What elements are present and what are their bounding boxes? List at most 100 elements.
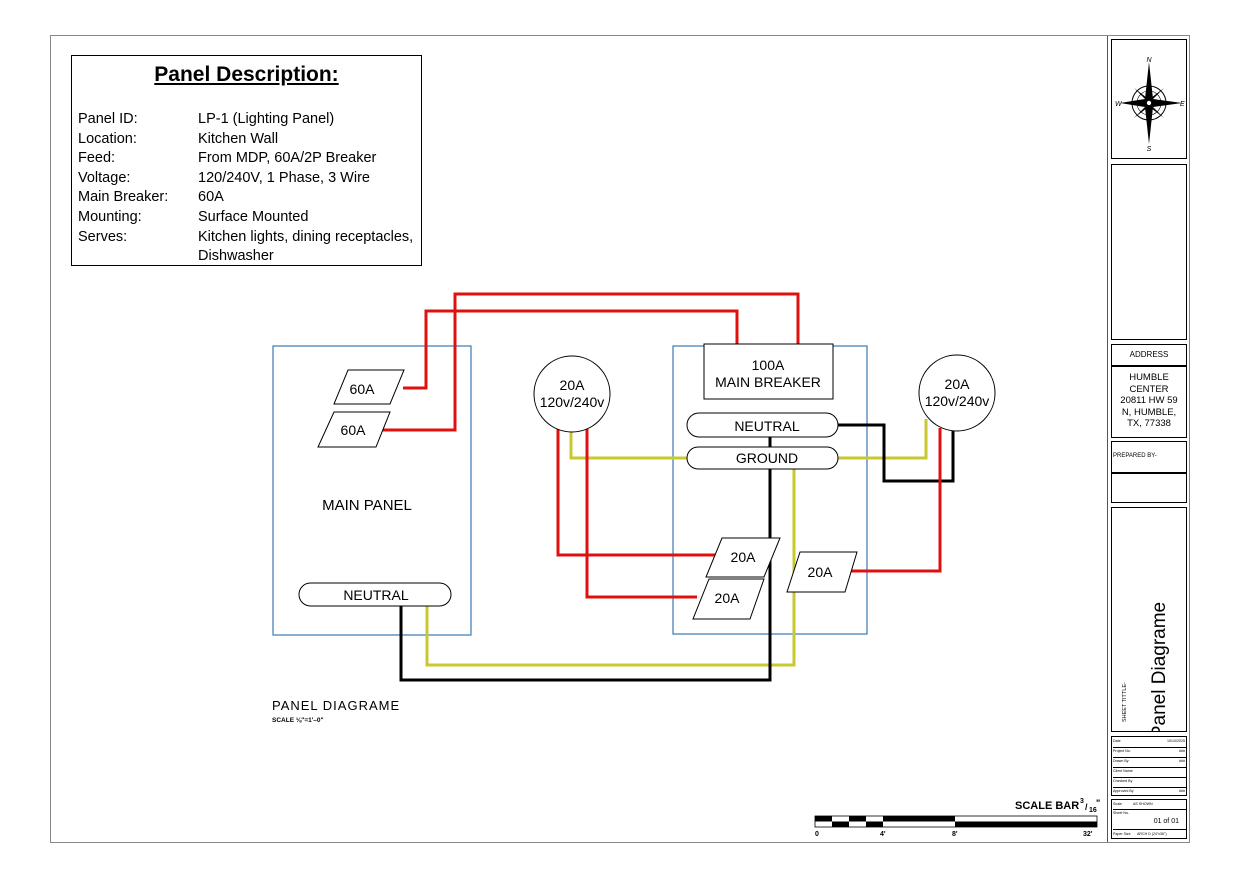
info-label: Checked By: [1113, 779, 1133, 783]
title-block: N S W E ADDRESS HUMBLE CENTER 20811 HW 5…: [1107, 36, 1189, 842]
scale-bar-fraction-num: 3: [1080, 798, 1084, 805]
drawing-scale: SCALE ⅛"=1'–0": [272, 717, 324, 724]
desc-key: Serves:: [78, 228, 128, 245]
desc-value: Dishwasher: [198, 248, 274, 265]
sub-neutral-bar: [686, 412, 839, 438]
compass-w: W: [1115, 101, 1123, 108]
panel-description-box: Panel Description: Panel ID: LP-1 (Lighti…: [71, 55, 422, 266]
paper-size-row: Paper Size ARCH D (24"x36"): [1113, 830, 1187, 839]
hot-wires: [380, 292, 942, 599]
address-line: CENTER: [1129, 383, 1169, 395]
sheet-title-box: Panel Diagrame SHEET TITTLE-: [1111, 507, 1187, 738]
load-left-line1: 20A: [560, 377, 586, 393]
sub-ground-label: GROUND: [736, 450, 798, 466]
breaker-60a-bottom: [317, 411, 391, 448]
breaker-60a-top: [333, 369, 405, 405]
address-line: 20811 HW 59: [1120, 395, 1178, 406]
sheet-info-box: Scale AS SHOWN Sheet No. 01 of 01 Paper S…: [1111, 799, 1187, 839]
breaker-20a-right: [786, 551, 858, 593]
scale-tick-8: 8': [952, 831, 958, 838]
breaker-20a-left-top-label: 20A: [731, 549, 757, 565]
address-line: N, HUMBLE,: [1121, 406, 1177, 418]
desc-value: Kitchen Wall: [198, 130, 279, 147]
load-left-line2: 120v/240v: [540, 394, 605, 410]
sub-ground-bar: [686, 446, 839, 470]
breaker-60a-top-label: 60A: [350, 381, 376, 397]
paper-size: ARCH D (24"x36"): [1137, 832, 1167, 836]
info-value: 10/10/2025: [1167, 739, 1185, 743]
drawing-title: PANEL DIAGRAME: [272, 698, 400, 713]
info-row: Drawn By ###: [1113, 757, 1187, 768]
paper-size-label: Paper Size: [1113, 832, 1131, 836]
info-value: ###: [1179, 749, 1185, 753]
breaker-20a-right-label: 20A: [808, 564, 834, 580]
desc-key: Feed:: [78, 150, 116, 167]
info-table: Date 10/10/2025 Project No. ### Drawn By ##…: [1111, 736, 1187, 796]
desc-key: Main Breaker:: [78, 189, 169, 206]
load-right-line2: 120v/240v: [925, 393, 990, 409]
desc-key: Mounting:: [78, 209, 142, 225]
info-label: Drawn By: [1113, 759, 1129, 763]
blank-box: [1111, 164, 1187, 340]
address-box: HUMBLE CENTER 20811 HW 59 N, HUMBLE, TX,…: [1111, 366, 1187, 438]
breaker-60a-bottom-label: 60A: [341, 422, 367, 438]
desc-key: Voltage:: [78, 169, 131, 186]
sheet-title-label: SHEET TITTLE-: [1122, 682, 1128, 722]
scale-tick-0: 0: [815, 831, 819, 838]
main-panel-label: MAIN PANEL: [322, 497, 412, 514]
main-panel-enclosure: [272, 345, 472, 636]
compass-rose-icon: N S W E: [1115, 57, 1185, 153]
main-neutral-label: NEUTRAL: [343, 587, 409, 603]
address-header: ADDRESS: [1111, 344, 1187, 366]
prepared-by-blank: [1111, 473, 1187, 503]
ground-wires: [425, 419, 928, 667]
info-row: Client Name: [1113, 767, 1187, 778]
sheet-no-row: Sheet No. 01 of 01: [1113, 809, 1187, 830]
scale-label: Scale: [1113, 802, 1122, 806]
sheet-no: 01 of 01: [1153, 818, 1179, 825]
desc-value: Kitchen lights, dining receptacles,: [198, 228, 414, 245]
scale-bar-fraction-slash: /: [1085, 802, 1088, 812]
load-right-circle: [918, 354, 996, 432]
prepared-by: PREPARED BY-: [1111, 441, 1187, 473]
scale-tick-4: 4': [880, 831, 886, 838]
load-left-circle: [533, 355, 611, 433]
breaker-20a-left-bottom-label: 20A: [715, 590, 741, 606]
sub-main-breaker: [703, 343, 834, 400]
compass-s: S: [1147, 146, 1152, 153]
scale-row: Scale AS SHOWN: [1113, 800, 1187, 810]
sub-main-breaker-line2: MAIN BREAKER: [715, 374, 821, 390]
sheet-no-label: Sheet No.: [1113, 811, 1129, 815]
desc-key: Panel ID:: [78, 111, 138, 127]
load-right-line1: 20A: [945, 376, 971, 392]
desc-value: 120/240V, 1 Phase, 3 Wire: [198, 169, 370, 186]
scale-bar-title: SCALE BAR: [1015, 800, 1079, 812]
info-label: Approved By: [1113, 789, 1134, 793]
scale-bar-inch-mark: ": [1096, 798, 1100, 808]
info-row: Approved By ###: [1113, 787, 1187, 796]
info-row: Date 10/10/2025: [1113, 737, 1187, 748]
desc-value: 60A: [198, 189, 224, 206]
info-label: Client Name: [1113, 769, 1133, 773]
neutral-wires: [399, 423, 955, 682]
scale-tick-32: 32': [1083, 831, 1093, 838]
scale-value: AS SHOWN: [1133, 802, 1153, 806]
address-line: TX, 77338: [1127, 418, 1171, 429]
compass-e: E: [1180, 101, 1185, 108]
compass-box: N S W E: [1111, 39, 1187, 159]
panel-description-title: Panel Description:: [154, 63, 339, 86]
sheet-title-svg: Panel Diagrame SHEET TITTLE-: [1122, 602, 1170, 738]
address-line: HUMBLE: [1129, 372, 1169, 383]
desc-value: LP-1 (Lighting Panel): [198, 111, 335, 127]
sub-main-breaker-line1: 100A: [752, 357, 785, 373]
info-label: Date: [1113, 739, 1121, 743]
sheet-title: Panel Diagrame: [1149, 602, 1170, 731]
desc-key: Location:: [78, 130, 137, 147]
info-label: Project No.: [1113, 749, 1131, 753]
info-value: ###: [1179, 759, 1185, 763]
drawing-sheet-border: [50, 35, 1190, 843]
desc-value: From MDP, 60A/2P Breaker: [198, 150, 377, 167]
info-value: ###: [1179, 789, 1185, 793]
info-row: Checked By: [1113, 777, 1187, 788]
